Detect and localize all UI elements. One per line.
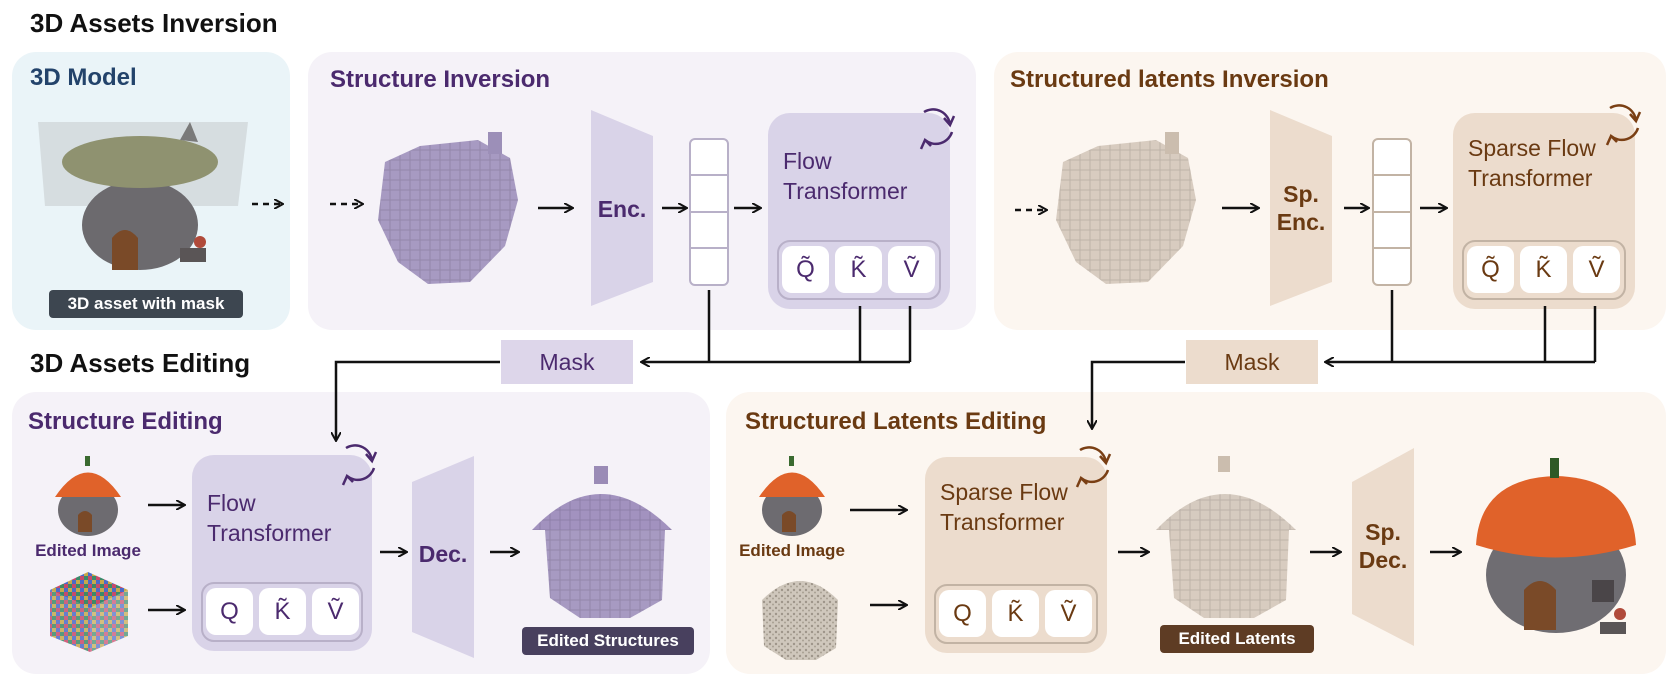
structure-inversion-title: Structure Inversion [330, 66, 551, 93]
q-tilde-token: Q̃ [782, 246, 829, 293]
decoder-label: Dec. [418, 541, 468, 567]
edited-voxel-latents [1156, 456, 1296, 618]
structure-editing-title: Structure Editing [28, 408, 223, 435]
k-tilde-token-4: K̃ [992, 590, 1039, 637]
encoder-trapezoid [591, 110, 653, 306]
slat-inversion-title: Structured latents Inversion [1010, 66, 1329, 93]
editing-section-title: 3D Assets Editing [30, 348, 251, 378]
v-tilde-token: Ṽ [888, 246, 935, 293]
flow-transformer-label: Flow Transformer [783, 148, 908, 204]
edited-latents-badge: Edited Latents [1160, 625, 1314, 653]
sp-decoder-trapezoid [1352, 448, 1414, 646]
mask-label-purple: Mask [539, 348, 595, 375]
k-tilde-token-3: K̃ [259, 588, 306, 635]
sparse-flow-transformer-label: Sparse Flow Transformer [1468, 135, 1596, 191]
edited-image-caption-2: Edited Image [739, 541, 845, 560]
edited-image-thumbnail [55, 456, 121, 536]
speckled-structure-icon [762, 581, 838, 660]
refresh-icon-2 [1605, 104, 1642, 146]
editing-sparse-transformer-label: Sparse Flow Transformer [940, 479, 1068, 535]
voxel-structure-beige [1056, 132, 1196, 284]
editing-flow-transformer-label: Flow Transformer [207, 490, 332, 546]
k-tilde-token-2: K̃ [1520, 246, 1567, 293]
sp-encoder-label: Sp. Enc. [1276, 181, 1326, 235]
masked-house-illustration [38, 122, 248, 270]
encoder-label: Enc. [597, 196, 647, 222]
mask-label-brown: Mask [1224, 348, 1280, 375]
inversion-section-title: 3D Assets Inversion [30, 8, 278, 38]
edited-image-thumbnail-2 [759, 456, 825, 536]
q-token: Q [206, 588, 253, 635]
latent-token-stack-2 [1372, 138, 1412, 286]
refresh-icon [919, 108, 956, 150]
sp-decoder-label: Sp. Dec. [1358, 519, 1408, 573]
edited-structures-badge: Edited Structures [522, 627, 694, 655]
edited-voxel-structure [532, 466, 672, 618]
q-tilde-token-2: Q̃ [1467, 246, 1514, 293]
mask-box-purple [501, 340, 633, 384]
asset-with-mask-badge: 3D asset with mask [49, 290, 243, 318]
k-tilde-token: K̃ [835, 246, 882, 293]
latent-token-stack [689, 138, 729, 286]
voxel-structure-purple [378, 132, 518, 284]
v-tilde-token-3: Ṽ [312, 588, 359, 635]
refresh-icon-4 [1075, 446, 1112, 488]
decoder-trapezoid [412, 456, 474, 658]
edited-house-render [1476, 458, 1636, 634]
sp-encoder-trapezoid [1270, 110, 1332, 306]
model-panel-title: 3D Model [30, 64, 137, 91]
noise-cube-icon [50, 572, 128, 652]
refresh-icon-3 [341, 444, 378, 486]
edited-image-caption: Edited Image [35, 541, 141, 560]
q-token-2: Q [939, 590, 986, 637]
slat-editing-title: Structured Latents Editing [745, 408, 1047, 435]
mask-box-brown [1186, 340, 1318, 384]
v-tilde-token-4: Ṽ [1045, 590, 1092, 637]
v-tilde-token-2: Ṽ [1573, 246, 1620, 293]
